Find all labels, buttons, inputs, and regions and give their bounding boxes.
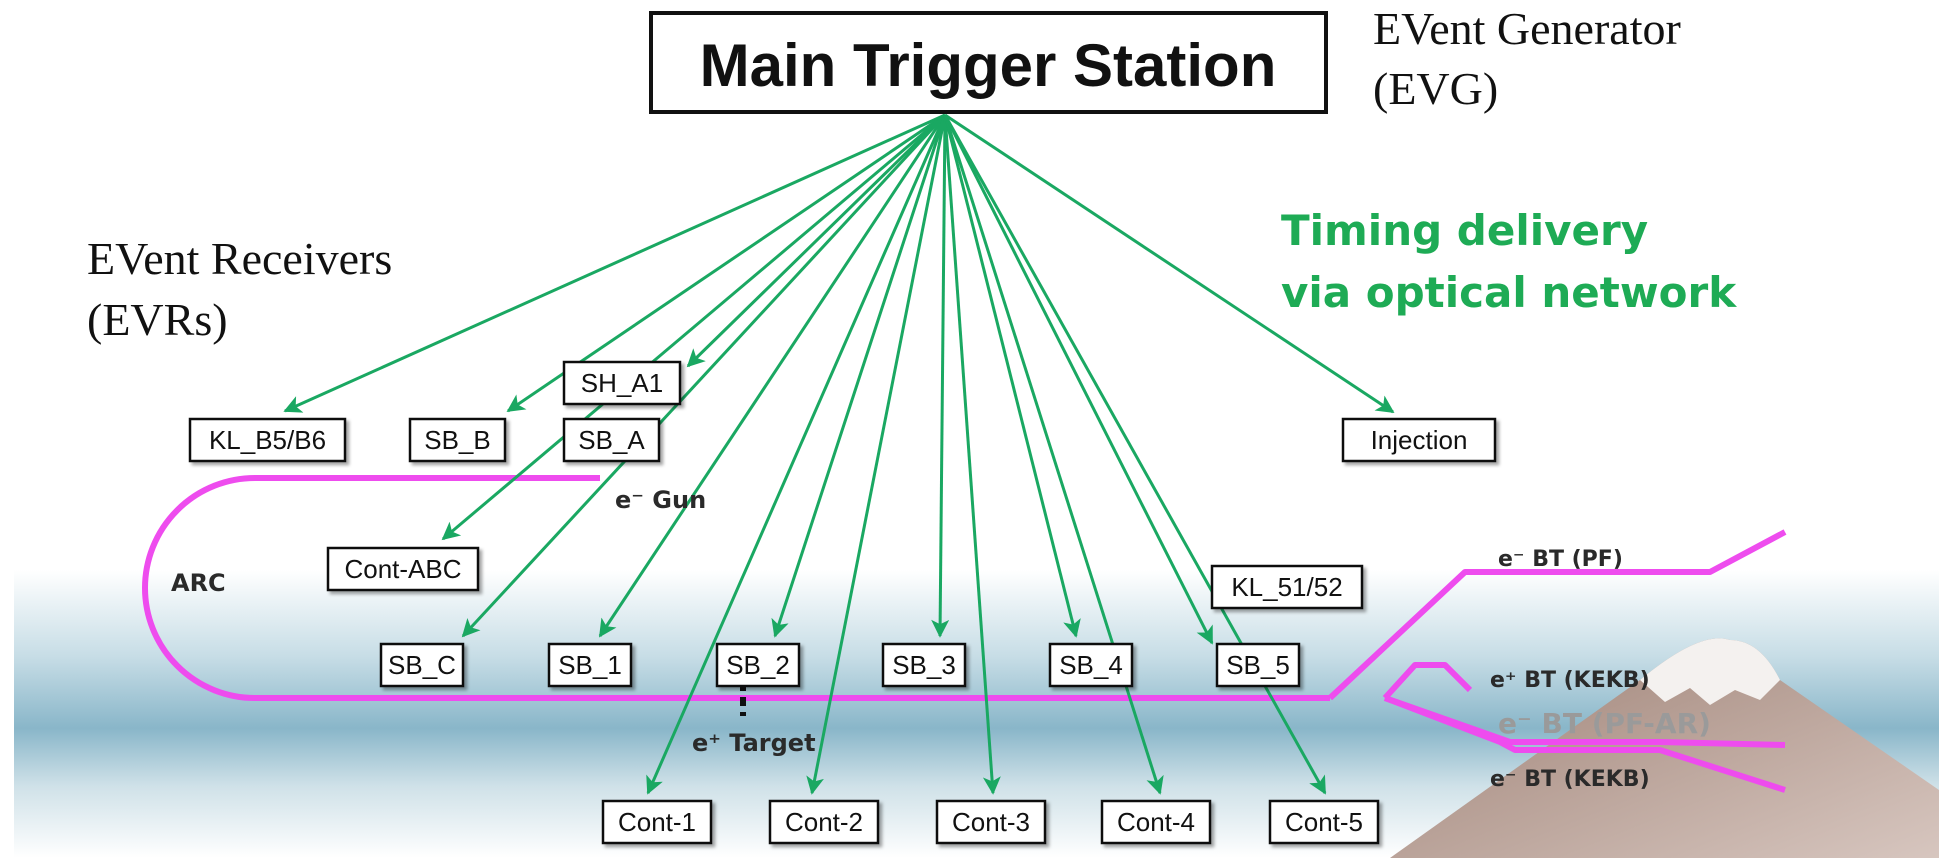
evg-line2: (EVG) <box>1373 63 1498 114</box>
node-cont-1: Cont-1 <box>601 799 713 845</box>
node-kl-b5b6: KL_B5/B6 <box>188 417 347 463</box>
node-sb-4: SB_4 <box>1048 642 1134 688</box>
node-box <box>379 642 465 688</box>
node-sb-5: SB_5 <box>1215 642 1301 688</box>
node-label-cont-3: Cont-3 <box>952 807 1030 837</box>
bt-pfar-label: e⁻ BT (PF-AR) <box>1498 707 1711 740</box>
bt-pf-label: e⁻ BT (PF) <box>1498 547 1623 572</box>
node-cont-3: Cont-3 <box>935 799 1047 845</box>
node-sb-1: SB_1 <box>547 642 633 688</box>
node-sh-a1: SH_A1 <box>562 360 682 406</box>
node-label-sb-2: SB_2 <box>726 650 790 680</box>
node-box <box>768 799 880 845</box>
node-box <box>326 546 480 592</box>
arrow-to-sb-c <box>461 113 947 638</box>
node-box <box>1268 799 1380 845</box>
arrow-to-sb-3 <box>931 114 950 638</box>
node-sb-b: SB_B <box>408 417 507 463</box>
node-box <box>1341 417 1497 463</box>
node-label-cont-abc: Cont-ABC <box>344 554 461 584</box>
arrow-to-sb-5 <box>943 114 1214 645</box>
node-sb-a: SB_A <box>562 417 661 463</box>
node-cont-5: Cont-5 <box>1268 799 1380 845</box>
node-label-cont-1: Cont-1 <box>618 807 696 837</box>
node-sb-c: SB_C <box>379 642 465 688</box>
timing-line1: Timing delivery <box>1281 206 1648 255</box>
arrow-to-kl-b5b6 <box>283 113 946 413</box>
node-sb-2: SB_2 <box>715 642 801 688</box>
node-box <box>1048 642 1134 688</box>
node-box <box>881 642 967 688</box>
arrow-to-sb-2 <box>771 114 947 638</box>
node-box <box>715 642 801 688</box>
bt-kekb-neg-label: e⁻ BT (KEKB) <box>1490 767 1650 792</box>
node-label-injection: Injection <box>1371 425 1468 455</box>
node-cont-4: Cont-4 <box>1100 799 1212 845</box>
evg-line1: EVent Generator <box>1373 3 1681 54</box>
node-label-cont-2: Cont-2 <box>785 807 863 837</box>
arrow-to-injection <box>944 113 1395 414</box>
main-station-label: Main Trigger Station <box>700 32 1277 99</box>
node-label-kl-b5b6: KL_B5/B6 <box>209 425 326 455</box>
arrow-to-sb-1 <box>598 114 947 638</box>
node-box <box>188 417 347 463</box>
node-label-cont-5: Cont-5 <box>1285 807 1363 837</box>
arrow-to-cont-2 <box>806 114 947 795</box>
mountain-illustration <box>1390 638 1939 858</box>
main-trigger-station: Main Trigger Station <box>649 11 1328 114</box>
evr-line2: (EVRs) <box>87 294 228 345</box>
node-box <box>408 417 507 463</box>
node-label-sb-1: SB_1 <box>558 650 622 680</box>
arc-label: ARC <box>171 569 226 597</box>
arrow-to-sb-a <box>686 113 947 368</box>
e-target-label: e⁺ Target <box>692 729 816 757</box>
kekb-pos-bt-beamline <box>1382 662 1473 701</box>
node-sb-3: SB_3 <box>881 642 967 688</box>
node-box <box>1100 799 1212 845</box>
beamlines <box>142 475 1787 793</box>
timing-line2: via optical network <box>1281 268 1737 317</box>
node-box <box>1210 564 1364 610</box>
node-label-sb-c: SB_C <box>388 650 456 680</box>
e-gun-label: e⁻ Gun <box>615 486 706 514</box>
node-label-sh-a1: SH_A1 <box>581 368 663 398</box>
node-cont-abc: Cont-ABC <box>326 546 480 592</box>
arrow-to-sb-4 <box>943 114 1081 638</box>
node-box <box>935 799 1047 845</box>
node-label-sb-5: SB_5 <box>1226 650 1290 680</box>
bt-kekb-pos-label: e⁺ BT (KEKB) <box>1490 668 1650 693</box>
node-label-sb-a: SB_A <box>578 425 645 455</box>
arrow-to-cont-3 <box>943 114 1001 795</box>
node-cont-2: Cont-2 <box>768 799 880 845</box>
node-box <box>562 417 661 463</box>
node-label-kl-5152: KL_51/52 <box>1231 572 1342 602</box>
arrow-to-cont-abc <box>441 113 946 541</box>
node-label-sb-4: SB_4 <box>1059 650 1123 680</box>
kekb-neg-bt-beamline <box>1383 695 1786 793</box>
node-label-sb-3: SB_3 <box>892 650 956 680</box>
pf-bt-beamline <box>1327 529 1787 701</box>
node-box <box>547 642 633 688</box>
evr-line1: EVent Receivers <box>87 233 392 284</box>
node-box <box>601 799 713 845</box>
node-kl-5152: KL_51/52 <box>1210 564 1364 610</box>
node-injection: Injection <box>1341 417 1497 463</box>
node-box <box>562 360 682 406</box>
node-label-cont-4: Cont-4 <box>1117 807 1195 837</box>
linac-arc-beamline <box>142 475 1330 701</box>
node-box <box>1215 642 1301 688</box>
arrow-to-cont-1 <box>646 114 947 795</box>
node-label-sb-b: SB_B <box>424 425 491 455</box>
